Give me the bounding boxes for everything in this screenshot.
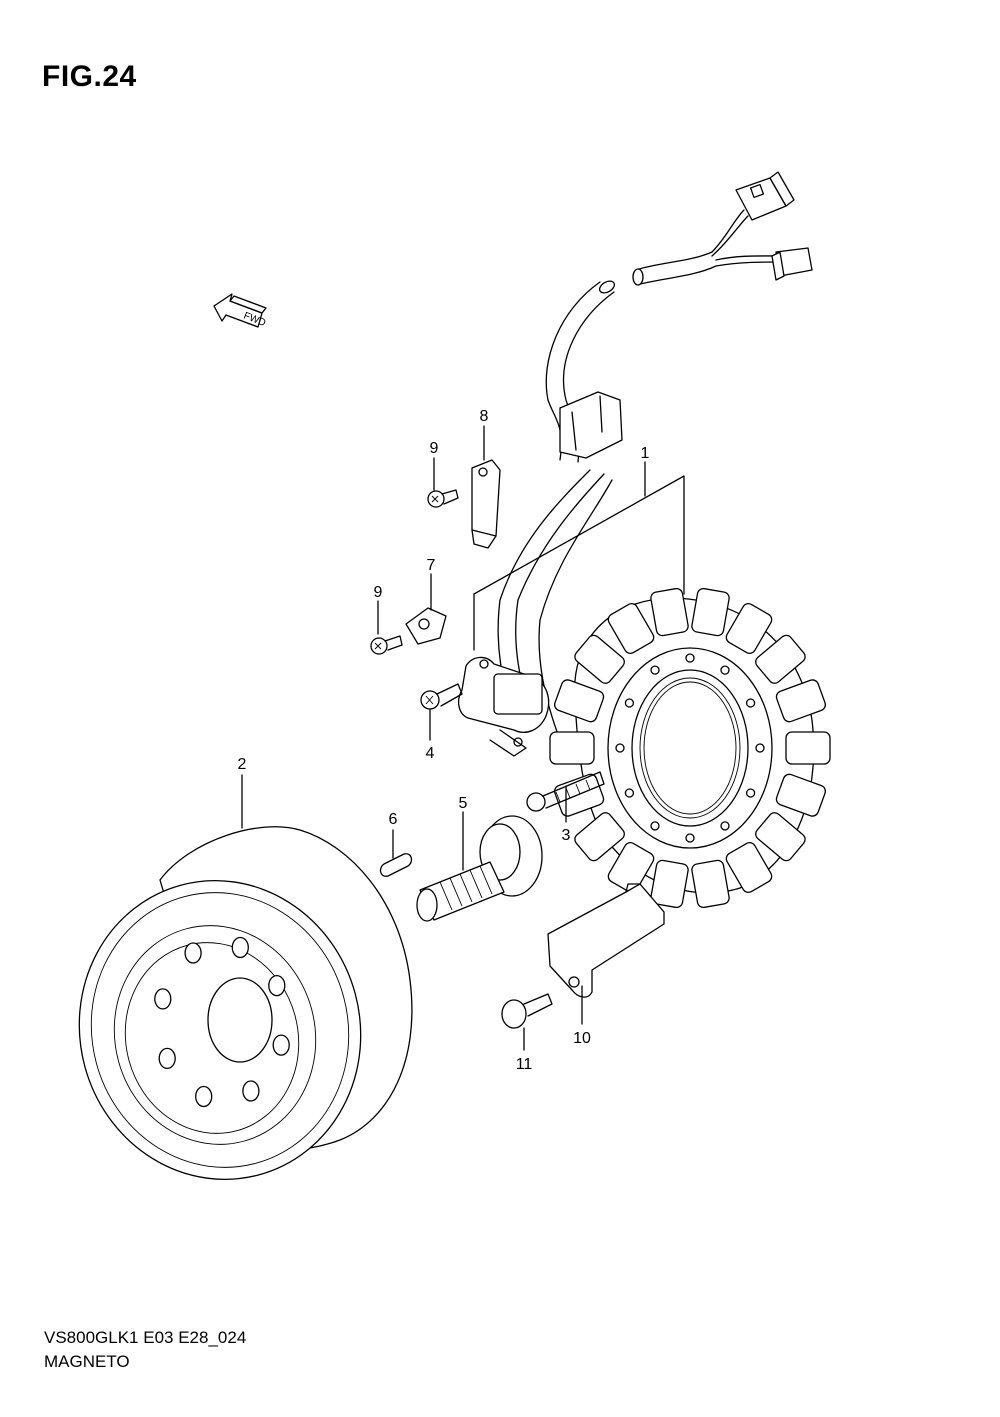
wire-clamp-plate bbox=[471, 459, 501, 549]
lower-connector bbox=[771, 247, 813, 281]
stator-pole bbox=[574, 634, 625, 684]
callout-1: 1 bbox=[641, 445, 650, 462]
stator-mount-hole bbox=[745, 698, 756, 708]
callout-9-upper: 9 bbox=[430, 440, 439, 457]
rotor-bolt bbox=[416, 815, 543, 922]
screw-4 bbox=[420, 683, 463, 710]
callout-4: 4 bbox=[426, 745, 435, 762]
section-name: MAGNETO bbox=[44, 1352, 130, 1371]
upper-connector bbox=[735, 171, 795, 221]
bracket-bolt bbox=[501, 993, 553, 1029]
callout-9-lower: 9 bbox=[374, 584, 383, 601]
leader-lines bbox=[241, 425, 583, 1051]
stator-mount-hole bbox=[624, 698, 635, 708]
rotor-hole bbox=[231, 936, 249, 959]
stator-pole bbox=[775, 773, 827, 817]
model-code: VS800GLK1 E03 E28_024 bbox=[44, 1328, 247, 1347]
stator-cover-bracket bbox=[547, 883, 665, 998]
rotor-hole bbox=[242, 1080, 260, 1102]
stator-mount-hole bbox=[650, 821, 660, 831]
callout-11: 11 bbox=[516, 1056, 533, 1073]
wire-clamp bbox=[405, 607, 447, 645]
stator-assembly bbox=[549, 587, 831, 909]
stator-pole bbox=[691, 859, 730, 909]
part1-leader-bracket bbox=[473, 461, 685, 651]
stator-pole bbox=[650, 859, 689, 909]
callout-6: 6 bbox=[389, 811, 398, 828]
stator-mount-hole bbox=[755, 743, 765, 753]
rotor-hole bbox=[158, 1047, 176, 1070]
rotor-hole bbox=[268, 974, 286, 997]
pickup-coil bbox=[457, 656, 550, 757]
rotor-hole bbox=[184, 942, 202, 964]
stator-pole bbox=[574, 812, 625, 862]
stator-pole bbox=[553, 679, 605, 723]
woodruff-key bbox=[379, 853, 413, 877]
stator-pole bbox=[691, 587, 730, 637]
stator-pole bbox=[755, 812, 806, 862]
stator-mount-hole bbox=[685, 653, 695, 663]
stator-mount-hole bbox=[615, 743, 625, 753]
stator-pole bbox=[725, 841, 773, 894]
screw-9-upper bbox=[427, 489, 459, 508]
callout-2: 2 bbox=[238, 756, 247, 773]
stator-pole bbox=[650, 587, 689, 637]
stator-pole bbox=[607, 841, 655, 894]
stator-pole bbox=[775, 679, 827, 723]
stator-pole bbox=[725, 602, 773, 655]
stator-pole bbox=[755, 634, 806, 684]
screw-9-lower bbox=[370, 635, 403, 655]
stator-mount-hole bbox=[624, 788, 635, 798]
stator-mount-hole bbox=[720, 665, 730, 675]
stator-mount-hole bbox=[720, 821, 730, 831]
callout-10: 10 bbox=[573, 1030, 591, 1047]
rotor-hole bbox=[195, 1085, 213, 1108]
callout-8: 8 bbox=[480, 408, 489, 425]
rotor-hole bbox=[272, 1034, 290, 1056]
stator-pole bbox=[549, 731, 595, 765]
callout-7: 7 bbox=[427, 557, 436, 574]
stator-pole bbox=[607, 602, 655, 655]
stator-mount-hole bbox=[745, 788, 756, 798]
stator-mount-hole bbox=[685, 833, 695, 843]
forward-direction-arrow: FWD bbox=[213, 293, 267, 329]
magneto-rotor bbox=[78, 826, 413, 1181]
rotor-hole bbox=[154, 988, 172, 1010]
stator-mount-hole bbox=[650, 665, 660, 675]
screw-3 bbox=[526, 771, 605, 812]
figure-title: FIG.24 bbox=[42, 60, 137, 93]
callout-5: 5 bbox=[459, 795, 468, 812]
wire-harness bbox=[545, 209, 781, 463]
stator-pole bbox=[785, 731, 831, 765]
callout-3: 3 bbox=[562, 827, 571, 844]
